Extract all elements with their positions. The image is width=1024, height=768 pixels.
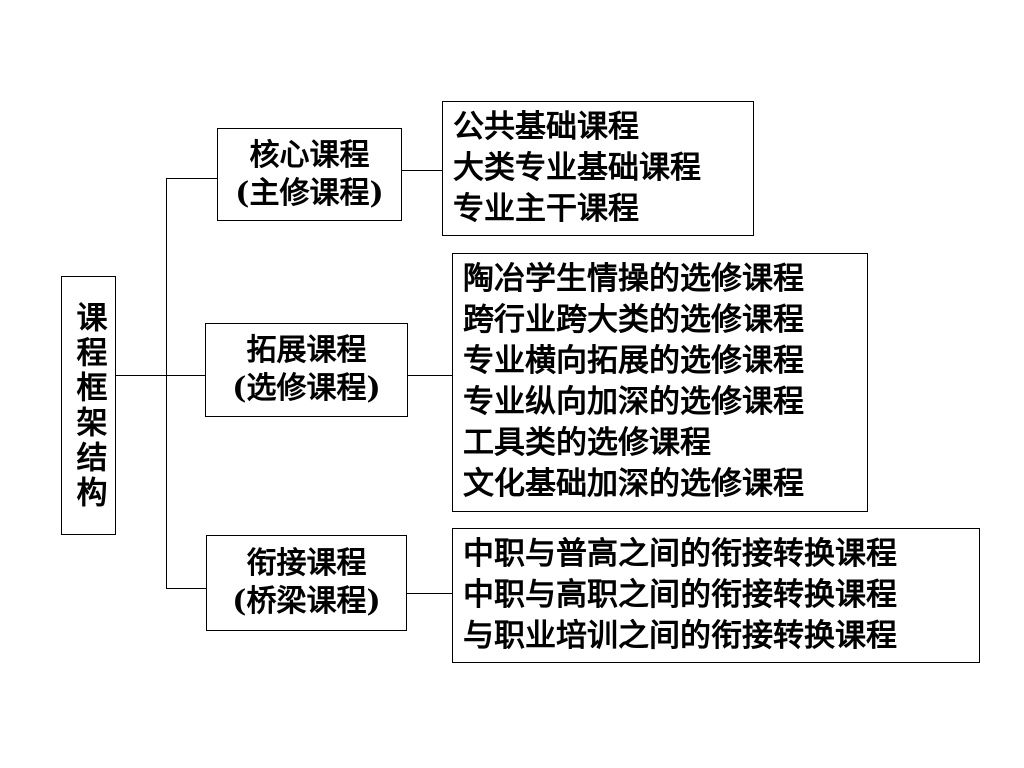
extend-course-item: 跨行业跨大类的选修课程 <box>463 302 804 338</box>
extend-course-item: 专业纵向加深的选修课程 <box>463 384 804 420</box>
category-bridge-name: 衔接课程 <box>246 546 367 581</box>
extend-course-item: 陶冶学生情操的选修课程 <box>463 261 804 297</box>
category-extend-alias: (选修课程) <box>232 371 381 406</box>
trunk-vertical-line <box>166 178 167 589</box>
root-box: 课程框架结构 <box>61 276 116 535</box>
bridge-course-item: 与职业培训之间的衔接转换课程 <box>463 618 897 654</box>
core-course-item: 专业主干课程 <box>453 191 639 227</box>
extend-to-detail-line <box>408 375 452 376</box>
extend-course-item: 文化基础加深的选修课程 <box>463 466 804 502</box>
bridge-course-item: 中职与普高之间的衔接转换课程 <box>463 536 897 572</box>
core-to-detail-line <box>402 170 442 171</box>
extend-courses-box: 陶冶学生情操的选修课程 跨行业跨大类的选修课程 专业横向拓展的选修课程 专业纵向… <box>452 253 868 512</box>
category-bridge-box: 衔接课程 (桥梁课程) <box>206 535 407 631</box>
core-course-item: 公共基础课程 <box>453 109 639 145</box>
bridge-course-item: 中职与高职之间的衔接转换课程 <box>463 577 897 613</box>
category-bridge-alias: (桥梁课程) <box>232 584 381 619</box>
trunk-to-bridge-line <box>166 588 206 589</box>
category-extend-name: 拓展课程 <box>246 333 367 368</box>
root-label: 课程框架结构 <box>70 300 107 511</box>
trunk-to-extend-line <box>166 375 205 376</box>
category-extend-box: 拓展课程 (选修课程) <box>205 323 408 417</box>
core-course-item: 大类专业基础课程 <box>453 150 701 186</box>
root-to-trunk-line <box>116 375 166 376</box>
extend-course-item: 专业横向拓展的选修课程 <box>463 343 804 379</box>
bridge-to-detail-line <box>407 593 452 594</box>
core-courses-box: 公共基础课程 大类专业基础课程 专业主干课程 <box>442 101 754 236</box>
bridge-courses-box: 中职与普高之间的衔接转换课程 中职与高职之间的衔接转换课程 与职业培训之间的衔接… <box>452 528 980 663</box>
category-core-alias: (主修课程) <box>235 175 384 211</box>
trunk-to-core-line <box>166 178 217 179</box>
category-core-box: 核心课程 (主修课程) <box>217 128 402 221</box>
category-core-name: 核心课程 <box>249 137 370 173</box>
extend-course-item: 工具类的选修课程 <box>463 425 711 461</box>
